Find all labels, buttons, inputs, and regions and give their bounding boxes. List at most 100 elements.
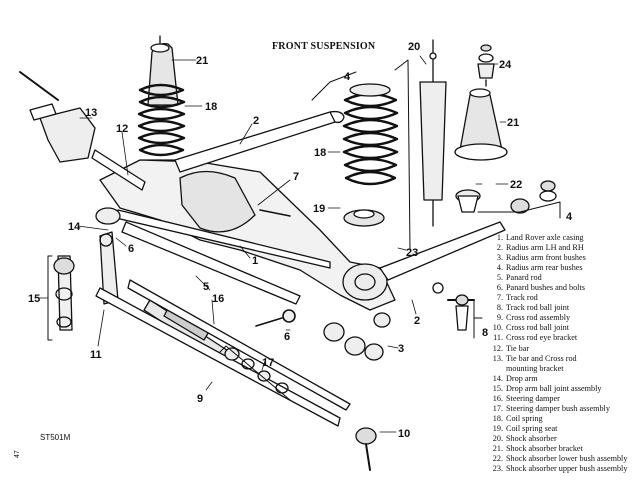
shock-absorber: [419, 39, 447, 227]
legend-item-label: Coil spring seat: [506, 423, 558, 433]
panard-rod: [121, 221, 301, 305]
right-shock-absorber-bracket: [454, 88, 508, 161]
legend-item: 23.Shock absorber upper bush assembly: [490, 464, 640, 474]
legend-item-label: Drop arm ball joint assembly: [506, 383, 602, 393]
legend-item-label: mounting bracket: [506, 363, 564, 373]
legend-item: 14.Drop arm: [490, 374, 640, 384]
radius-arm-left: [174, 110, 345, 173]
radius-arm-right: [379, 221, 506, 281]
legend-item-number: 20.: [492, 433, 503, 443]
callout-6-right: 6: [284, 331, 290, 343]
legend-item-number: 10.: [492, 323, 503, 333]
diagram-title: FRONT SUSPENSION: [272, 41, 376, 52]
callout-2-lower: 2: [414, 315, 420, 327]
callout-12: 12: [116, 123, 128, 135]
callout-10: 10: [398, 428, 410, 440]
legend-item-label: Track rod ball joint: [506, 303, 570, 313]
legend-item-label: Shock absorber bracket: [506, 443, 583, 453]
callout-23: 23: [406, 247, 418, 259]
legend-item-number: 2.: [496, 243, 503, 253]
legend-item: 7.Track rod: [490, 293, 640, 303]
spring-retainer: [349, 83, 391, 97]
legend-item: 20.Shock absorber: [490, 434, 640, 444]
legend-item-label: Coil spring: [506, 413, 543, 423]
legend-item-number: 1.: [496, 233, 503, 242]
legend-item: 8.Track rod ball joint: [490, 303, 640, 313]
legend-item: 15.Drop arm ball joint assembly: [490, 384, 640, 394]
callout-21-left: 21: [196, 55, 208, 67]
legend-item-number: 12.: [492, 343, 503, 353]
callout-17: 17: [262, 357, 274, 369]
legend-item-number: 7.: [496, 293, 503, 303]
callout-16: 16: [212, 293, 224, 305]
legend-item-number: 5.: [496, 273, 503, 283]
legend-item-number: 4.: [496, 263, 503, 273]
legend-item: 11.Cross rod eye bracket: [490, 333, 640, 343]
legend-item: 12.Tie bar: [490, 344, 640, 354]
radius-arm-front-bushes: [323, 312, 391, 361]
legend-item: 10.Cross rod ball joint: [490, 323, 640, 333]
callout-1: 1: [252, 255, 258, 267]
legend-item-number: 14.: [492, 373, 503, 383]
cross-rod: [95, 287, 341, 427]
legend-item-label: Shock absorber: [506, 433, 557, 443]
group-bracket-17: [219, 345, 291, 401]
drop-arm-ball-joint: [53, 255, 75, 331]
callout-7: 7: [293, 171, 299, 183]
legend-item: 21.Shock absorber bracket: [490, 444, 640, 454]
callout-14: 14: [68, 221, 81, 233]
legend-item-number: 8.: [496, 303, 503, 313]
legend-item: 4.Radius arm rear bushes: [490, 263, 640, 273]
legend-item: 19.Coil spring seat: [490, 424, 640, 434]
legend-item-number: 18.: [492, 413, 503, 423]
callout-6-left: 6: [128, 243, 134, 255]
legend-item-label: Radius arm front bushes: [506, 253, 586, 263]
tie-bar: [91, 149, 146, 191]
legend-item: 3.Radius arm front bushes: [490, 253, 640, 263]
legend-item-number: 23.: [492, 464, 503, 474]
callout-3: 3: [398, 343, 404, 355]
drawing-code: ST501M: [40, 433, 71, 442]
legend-item-label: Panard rod: [506, 273, 542, 283]
legend-item-label: Steering damper: [506, 393, 560, 403]
cross-rod-ball-joint: [355, 427, 377, 471]
legend-item-label: Radius arm LH and RH: [506, 243, 584, 253]
legend-item-number: 9.: [496, 313, 503, 323]
shock-absorber-upper-bush-assembly: [477, 44, 495, 87]
legend-item-label: Drop arm: [506, 373, 538, 383]
callout-13: 13: [85, 107, 97, 119]
right-coil-spring: [342, 92, 399, 186]
legend-item-number: 11.: [493, 333, 503, 343]
legend-item-number: 3.: [496, 253, 503, 263]
legend-item-number: [490, 364, 506, 374]
callout-21-right: 21: [507, 117, 519, 129]
legend-item-number: 6.: [496, 283, 503, 293]
callout-8: 8: [482, 327, 488, 339]
legend-item-label: Shock absorber upper bush assembly: [506, 464, 628, 474]
callout-11: 11: [90, 349, 102, 361]
legend-item-label: Land Rover axle casing: [506, 233, 584, 242]
left-shock-absorber-bracket: [147, 35, 179, 106]
callout-2-upper: 2: [253, 115, 259, 127]
callout-24-top: 24: [499, 59, 512, 71]
callout-numbers: 21 18 13 12 2 7 1 14 6 5 15 16 11 9 17 6…: [28, 41, 573, 440]
legend-item: 6.Panard bushes and bolts: [490, 283, 640, 293]
coil-spring-seat: [343, 209, 385, 227]
callout-4-top: 4: [344, 71, 351, 83]
legend-item-number: 16.: [492, 393, 503, 403]
steering-damper-bushes: [224, 347, 289, 394]
legend-item-label: Track rod: [506, 293, 538, 303]
callout-19: 19: [313, 203, 325, 215]
panard-bolts: [255, 209, 296, 327]
legend-item: 13.Tie bar and Cross rod: [490, 354, 640, 364]
legend-item-number: 19.: [492, 423, 503, 433]
legend-item: 9.Cross rod assembly: [490, 313, 640, 323]
left-coil-spring: [137, 83, 186, 157]
group-bracket-8: [473, 299, 483, 339]
legend-item-label: Cross rod assembly: [506, 313, 571, 323]
legend-item: 16.Steering damper: [490, 394, 640, 404]
cross-rod-2: [127, 279, 351, 411]
callout-5: 5: [203, 281, 209, 293]
